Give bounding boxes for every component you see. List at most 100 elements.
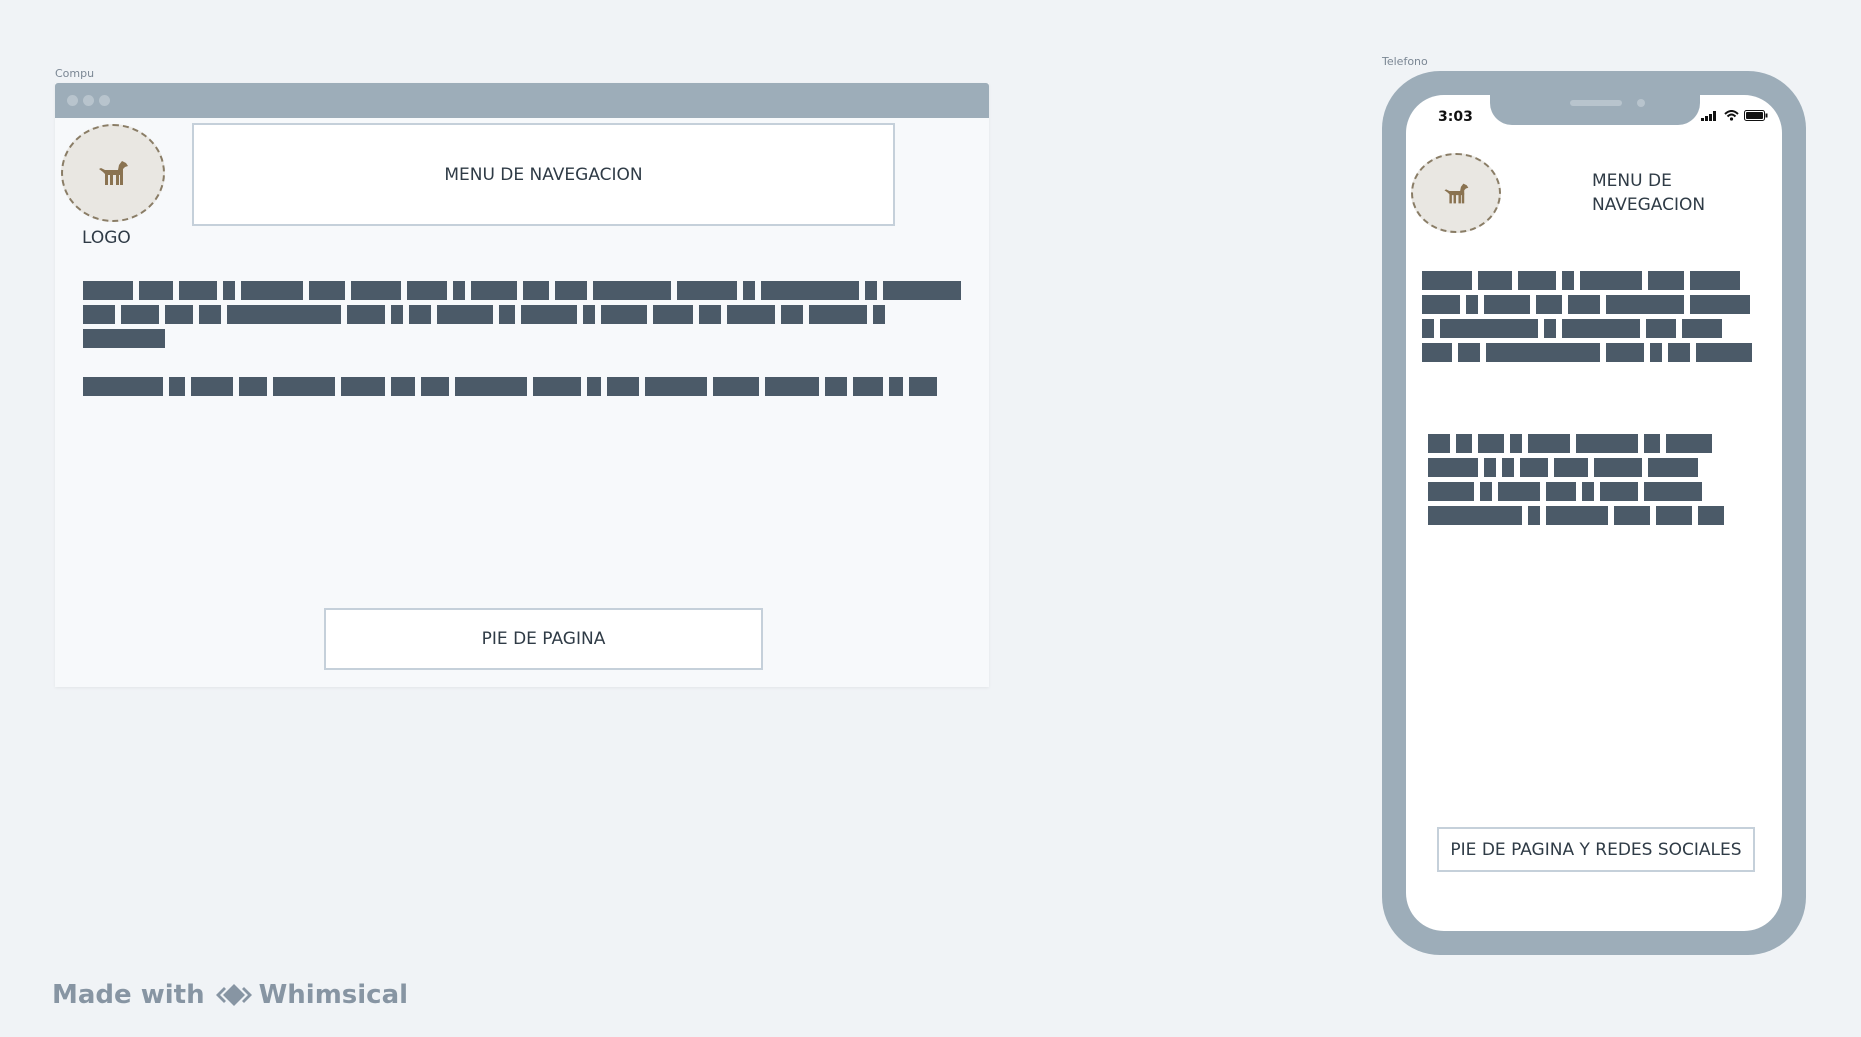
made-with-text: Made with: [52, 980, 205, 1010]
text-placeholder-block: [1440, 319, 1538, 338]
text-placeholder-block: [191, 377, 233, 396]
text-placeholder-line: [1422, 343, 1758, 362]
signal-icon: [1701, 110, 1716, 121]
text-placeholder-block: [1546, 482, 1576, 501]
text-placeholder-block: [1562, 319, 1640, 338]
text-placeholder-block: [83, 377, 163, 396]
text-placeholder-block: [1648, 271, 1684, 290]
text-placeholder-block: [555, 281, 587, 300]
text-placeholder-block: [1644, 482, 1702, 501]
text-placeholder-block: [1690, 295, 1750, 314]
text-placeholder-block: [743, 281, 755, 300]
text-placeholder-block: [1510, 434, 1522, 453]
text-placeholder-block: [1698, 506, 1724, 525]
text-placeholder-block: [1528, 434, 1570, 453]
text-placeholder-block: [593, 281, 671, 300]
text-placeholder-block: [83, 305, 115, 324]
text-placeholder-block: [1600, 482, 1638, 501]
text-placeholder-block: [471, 281, 517, 300]
text-placeholder-block: [809, 305, 867, 324]
desktop-paragraph-1: [83, 281, 967, 353]
phone-footer-box[interactable]: PIE DE PAGINA Y REDES SOCIALES: [1437, 827, 1755, 872]
text-placeholder-block: [407, 281, 447, 300]
phone-logo-placeholder: [1411, 153, 1501, 233]
text-placeholder-block: [341, 377, 385, 396]
phone-nav-menu-label[interactable]: MENU DE NAVEGACION: [1592, 171, 1706, 215]
text-placeholder-block: [873, 305, 885, 324]
desktop-frame-label: Compu: [55, 67, 95, 80]
text-placeholder-block: [713, 377, 759, 396]
text-placeholder-block: [1606, 295, 1684, 314]
text-placeholder-block: [169, 377, 185, 396]
text-placeholder-block: [223, 281, 235, 300]
text-placeholder-block: [1644, 434, 1660, 453]
window-dot: [67, 95, 78, 106]
text-placeholder-block: [1502, 458, 1514, 477]
text-placeholder-block: [1656, 506, 1692, 525]
text-placeholder-block: [1478, 271, 1512, 290]
footer-label: PIE DE PAGINA: [481, 629, 606, 649]
whimsical-watermark[interactable]: Made with Whimsical: [52, 980, 408, 1010]
phone-paragraph-2: [1428, 434, 1730, 530]
text-placeholder-block: [645, 377, 707, 396]
text-placeholder-block: [1580, 271, 1642, 290]
text-placeholder-block: [909, 377, 937, 396]
desktop-browser-frame: LOGO MENU DE NAVEGACION PIE DE PAGINA: [55, 83, 989, 687]
text-placeholder-line: [1422, 319, 1758, 338]
text-placeholder-block: [533, 377, 581, 396]
nav-menu-label: MENU DE NAVEGACION: [444, 164, 643, 185]
text-placeholder-block: [1648, 458, 1698, 477]
text-placeholder-block: [1594, 458, 1642, 477]
text-placeholder-block: [1422, 271, 1472, 290]
text-placeholder-block: [83, 281, 133, 300]
text-placeholder-block: [241, 281, 303, 300]
text-placeholder-block: [309, 281, 345, 300]
text-placeholder-block: [139, 281, 173, 300]
text-placeholder-line: [1428, 434, 1730, 453]
text-placeholder-block: [1546, 506, 1608, 525]
text-placeholder-block: [179, 281, 217, 300]
text-placeholder-block: [239, 377, 267, 396]
whimsical-brand-text: Whimsical: [258, 980, 409, 1010]
text-placeholder-block: [1422, 319, 1434, 338]
text-placeholder-block: [1606, 343, 1644, 362]
status-icons: [1701, 110, 1768, 121]
text-placeholder-block: [1614, 506, 1650, 525]
phone-paragraph-1: [1422, 271, 1758, 367]
text-placeholder-line: [83, 305, 967, 324]
text-placeholder-block: [761, 281, 859, 300]
text-placeholder-block: [1582, 482, 1594, 501]
text-placeholder-block: [1428, 506, 1522, 525]
battery-icon: [1744, 110, 1768, 121]
text-placeholder-block: [1422, 343, 1452, 362]
text-placeholder-block: [347, 305, 385, 324]
text-placeholder-line: [1422, 271, 1758, 290]
text-placeholder-line: [83, 281, 967, 300]
text-placeholder-line: [83, 377, 943, 396]
text-placeholder-block: [1478, 434, 1504, 453]
text-placeholder-block: [1666, 434, 1712, 453]
desktop-paragraph-2: [83, 377, 943, 401]
text-placeholder-block: [1428, 458, 1478, 477]
text-placeholder-block: [1486, 343, 1600, 362]
text-placeholder-block: [865, 281, 877, 300]
text-placeholder-line: [1428, 482, 1730, 501]
text-placeholder-block: [83, 329, 165, 348]
logo-label: LOGO: [82, 228, 131, 248]
text-placeholder-block: [1518, 271, 1556, 290]
text-placeholder-block: [583, 305, 595, 324]
footer-box[interactable]: PIE DE PAGINA: [324, 608, 763, 670]
logo-placeholder: [61, 124, 165, 222]
camera-icon: [1637, 99, 1645, 107]
text-placeholder-block: [1528, 506, 1540, 525]
text-placeholder-block: [1536, 295, 1562, 314]
text-placeholder-block: [1466, 295, 1478, 314]
nav-menu-box[interactable]: MENU DE NAVEGACION: [192, 123, 895, 226]
text-placeholder-block: [883, 281, 961, 300]
text-placeholder-block: [391, 377, 415, 396]
text-placeholder-block: [889, 377, 903, 396]
whimsical-logo-icon: [215, 984, 252, 1006]
text-placeholder-line: [1428, 458, 1730, 477]
text-placeholder-block: [523, 281, 549, 300]
text-placeholder-block: [455, 377, 527, 396]
